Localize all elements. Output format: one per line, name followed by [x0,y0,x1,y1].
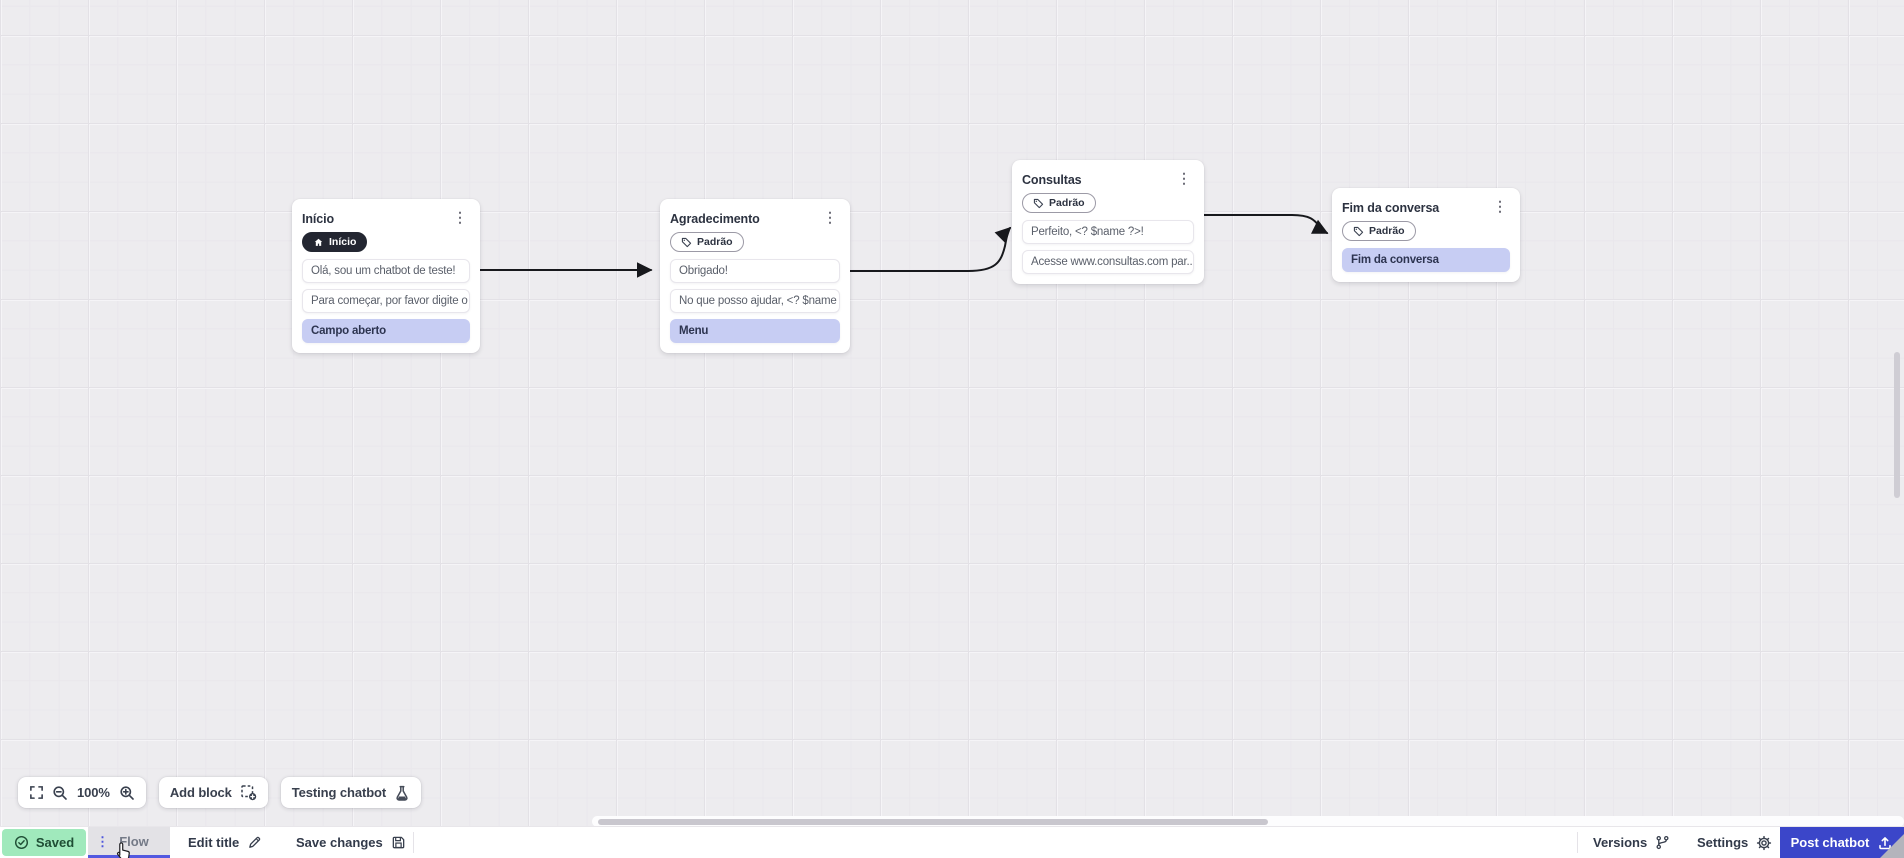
fit-to-screen-button[interactable] [29,785,44,800]
vertical-scrollbar-thumb[interactable] [1894,352,1900,498]
post-chatbot-button[interactable]: Post chatbot [1780,827,1904,858]
save-changes-button[interactable]: Save changes [296,827,406,858]
add-block-icon [241,785,256,801]
flow-menu-kebab-icon[interactable]: ⋮ [96,834,109,849]
zoom-controls: 100% [18,777,146,808]
home-icon [314,238,323,246]
saved-status-badge: Saved [2,829,86,856]
corner-artifact [1880,834,1904,858]
canvas-toolbar: 100% Add block Testing chatbot [18,777,422,808]
testing-chatbot-button[interactable]: Testing chatbot [280,777,422,808]
horizontal-scrollbar-thumb[interactable] [598,819,1268,825]
add-block-button[interactable]: Add block [158,777,268,808]
block-text-bubble[interactable]: Olá, sou um chatbot de teste! [302,258,470,283]
node-badge: Padrão [1342,221,1416,241]
edge-agradecimento-consultas[interactable] [848,226,1012,272]
fit-to-screen-icon [30,786,43,799]
node-title: Início [302,212,335,226]
edit-title-button[interactable]: Edit title [188,827,262,858]
node-badge: Padrão [670,232,744,252]
block-text-bubble[interactable]: Acesse www.consultas.com par... [1022,249,1194,274]
node-title: Agradecimento [670,212,760,226]
node-menu-button[interactable]: ⋮ [823,209,837,225]
git-branch-icon [1656,835,1669,850]
zoom-level[interactable]: 100% [77,785,110,800]
tag-icon [1353,226,1364,236]
gear-icon [1757,835,1772,850]
zoom-out-icon [53,785,67,800]
tag-icon [1033,198,1044,208]
zoom-in-button[interactable] [119,785,135,801]
block-input-menu[interactable]: Menu [670,318,840,343]
block-text-bubble[interactable]: Perfeito, <? $name ?>! [1022,219,1194,244]
node-title: Consultas [1022,173,1082,187]
node-menu-button[interactable]: ⋮ [1493,198,1507,214]
settings-button[interactable]: Settings [1697,827,1772,858]
block-end-conversation[interactable]: Fim da conversa [1342,247,1510,272]
node-title: Fim da conversa [1342,201,1440,215]
block-input-open-field[interactable]: Campo aberto [302,318,470,343]
save-icon [392,836,405,849]
tag-icon [681,237,692,247]
statusbar-divider [413,832,414,853]
flask-icon [396,785,408,801]
block-text-bubble[interactable]: Para começar, por favor digite o ... [302,288,470,313]
status-bar: Saved ⋮ Flow Edit title Save changes Ver… [0,826,1904,858]
node-menu-button[interactable]: ⋮ [453,209,467,225]
edge-consultas-fim[interactable] [1203,214,1329,234]
flow-node-agradecimento[interactable]: Agradecimento ⋮ Padrão Obrigado! No que … [660,199,850,353]
flow-node-fim-da-conversa[interactable]: Fim da conversa ⋮ Padrão Fim da conversa [1332,188,1520,282]
block-text-bubble[interactable]: No que posso ajudar, <? $name ... [670,288,840,313]
zoom-out-button[interactable] [52,785,68,801]
node-badge: Padrão [1022,193,1096,213]
versions-button[interactable]: Versions [1593,827,1670,858]
tab-flow[interactable]: ⋮ Flow [88,827,170,858]
flow-node-inicio[interactable]: Início ⋮ Início Olá, sou um chatbot de t… [292,199,480,353]
statusbar-divider [1577,832,1578,853]
node-badge: Início [302,232,368,252]
zoom-in-icon [120,785,134,800]
pencil-icon [249,836,261,848]
node-menu-button[interactable]: ⋮ [1177,170,1191,186]
block-text-bubble[interactable]: Obrigado! [670,258,840,283]
check-circle-icon [14,835,28,850]
flow-node-consultas[interactable]: Consultas ⋮ Padrão Perfeito, <? $name ?>… [1012,160,1204,284]
